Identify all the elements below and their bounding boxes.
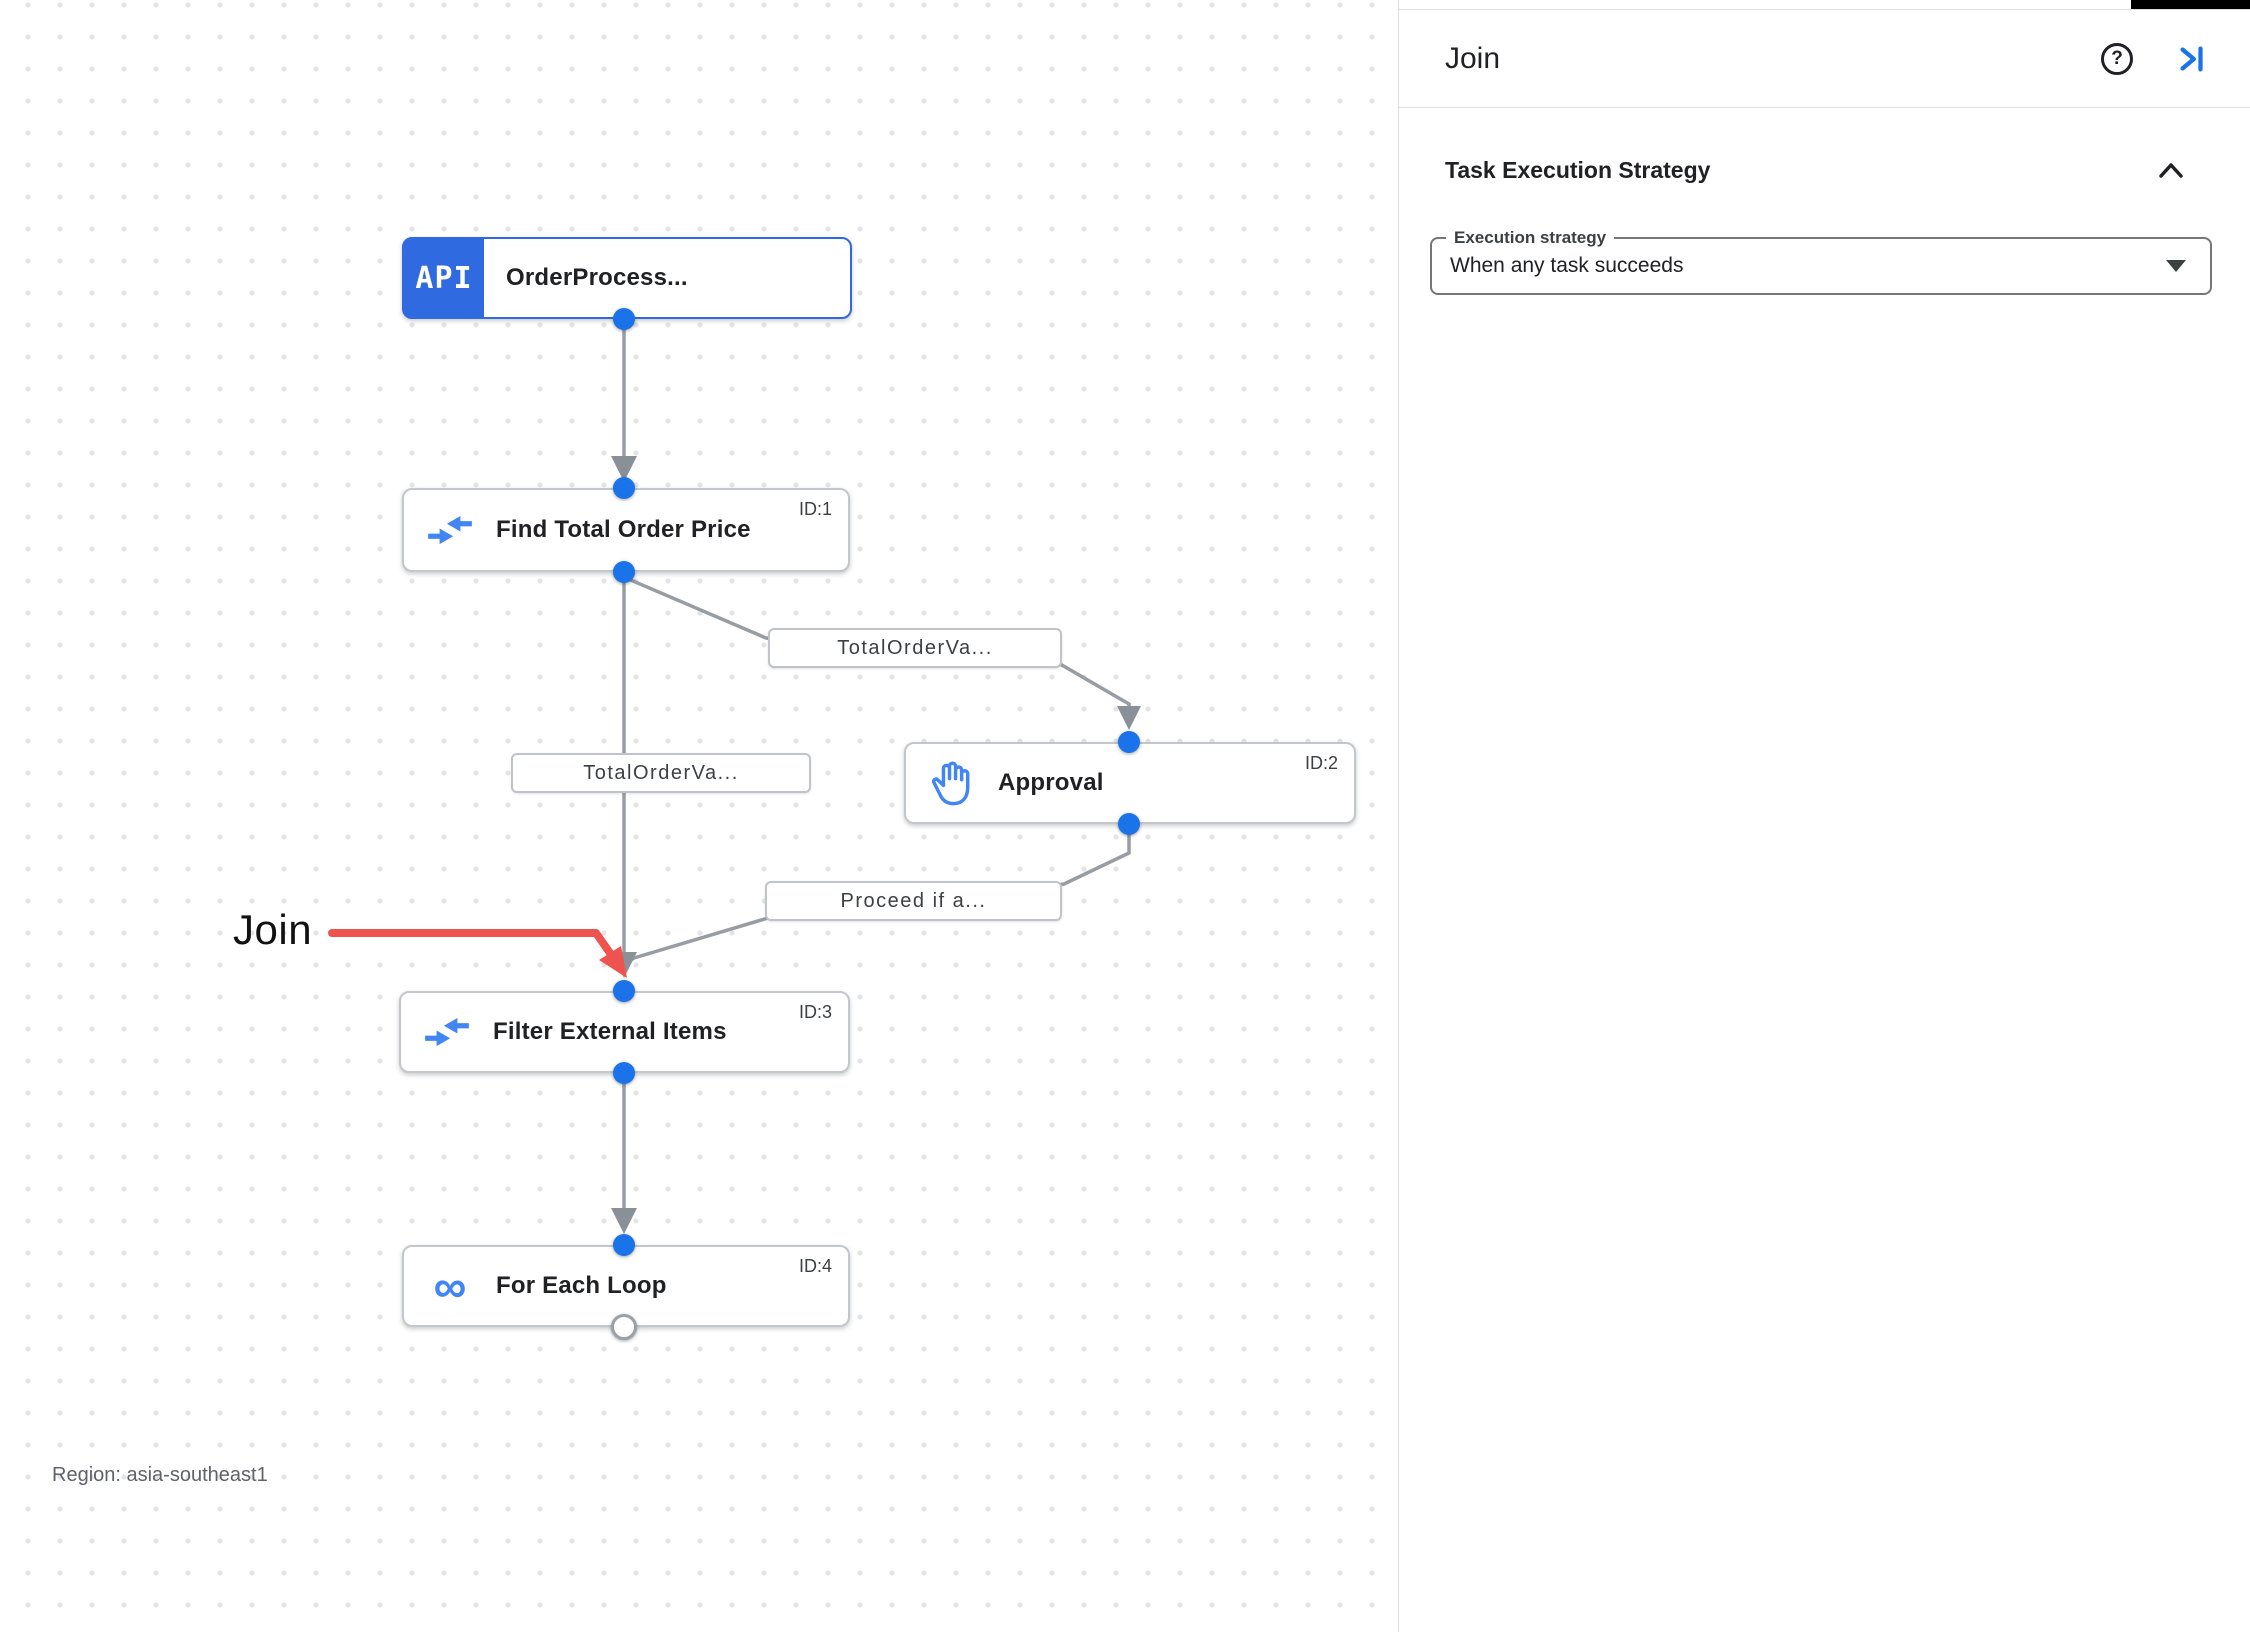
section-task-execution-strategy[interactable]: Task Execution Strategy [1445, 146, 2205, 194]
port-input[interactable] [613, 477, 635, 499]
window-edge-bar [2131, 0, 2250, 9]
node-label: Find Total Order Price [496, 516, 751, 543]
panel-top-divider [1399, 9, 2250, 10]
region-label: Region: asia-southeast1 [52, 1464, 268, 1486]
config-panel: Join ? Task Execution Strategy Execution… [1398, 0, 2250, 1632]
node-id-badge: ID:3 [798, 1002, 832, 1022]
arrowhead-icon [611, 1208, 637, 1234]
node-find-total-order-price[interactable]: Find Total Order Price ID:1 [402, 488, 850, 572]
edge-label-total-order-value-2[interactable]: TotalOrderVa... [511, 753, 811, 793]
node-id-badge: ID:1 [798, 499, 832, 519]
node-api-trigger[interactable]: API OrderProcess... [402, 237, 852, 319]
node-id-badge: ID:4 [798, 1256, 832, 1276]
execution-strategy-select[interactable]: Execution strategy When any task succeed… [1430, 227, 2212, 295]
workflow-canvas[interactable]: API OrderProcess... Find Total Order Pri… [0, 0, 1398, 1632]
node-label: Filter External Items [493, 1018, 727, 1045]
node-for-each-loop[interactable]: ∞ For Each Loop ID:4 [402, 1245, 850, 1327]
red-arrowhead-icon [599, 946, 627, 978]
port-output[interactable] [613, 1062, 635, 1084]
port-output[interactable] [613, 561, 635, 583]
help-icon[interactable]: ? [2101, 42, 2133, 75]
loop-icon: ∞ [433, 1260, 467, 1312]
data-mapping-icon [401, 1007, 493, 1057]
api-trigger-icon: API [404, 239, 484, 317]
port-input[interactable] [1118, 731, 1140, 753]
edge-label-proceed-if[interactable]: Proceed if a... [765, 881, 1062, 921]
approval-hand-icon [906, 757, 998, 809]
section-title: Task Execution Strategy [1445, 156, 1711, 183]
node-label: For Each Loop [496, 1272, 667, 1299]
collapse-panel-icon[interactable] [2175, 42, 2209, 76]
execution-strategy-label: Execution strategy [1446, 227, 1615, 249]
panel-title: Join [1445, 41, 1501, 75]
node-label: Approval [998, 769, 1104, 796]
port-input[interactable] [613, 980, 635, 1002]
panel-header: Join ? [1399, 10, 2250, 108]
chevron-up-icon[interactable] [2155, 159, 2187, 181]
join-annotation-arrow [328, 929, 627, 978]
arrowhead-icon [611, 952, 637, 978]
execution-strategy-value: When any task succeeds [1450, 254, 1684, 277]
node-id-badge: ID:2 [1304, 753, 1338, 773]
port-output[interactable] [613, 308, 635, 330]
arrowhead-icon [1117, 706, 1141, 730]
help-glyph: ? [2111, 47, 2123, 69]
data-mapping-icon [404, 505, 496, 555]
dropdown-caret-icon[interactable] [2166, 260, 2186, 272]
node-approval[interactable]: Approval ID:2 [904, 742, 1356, 824]
port-input[interactable] [613, 1234, 635, 1256]
edge-label-total-order-value-1[interactable]: TotalOrderVa... [768, 628, 1062, 668]
port-output[interactable] [1118, 813, 1140, 835]
join-annotation-label: Join [233, 906, 313, 953]
port-output-open[interactable] [611, 1314, 637, 1340]
node-filter-external-items[interactable]: Filter External Items ID:3 [399, 991, 850, 1073]
node-label: OrderProcess... [506, 264, 688, 291]
